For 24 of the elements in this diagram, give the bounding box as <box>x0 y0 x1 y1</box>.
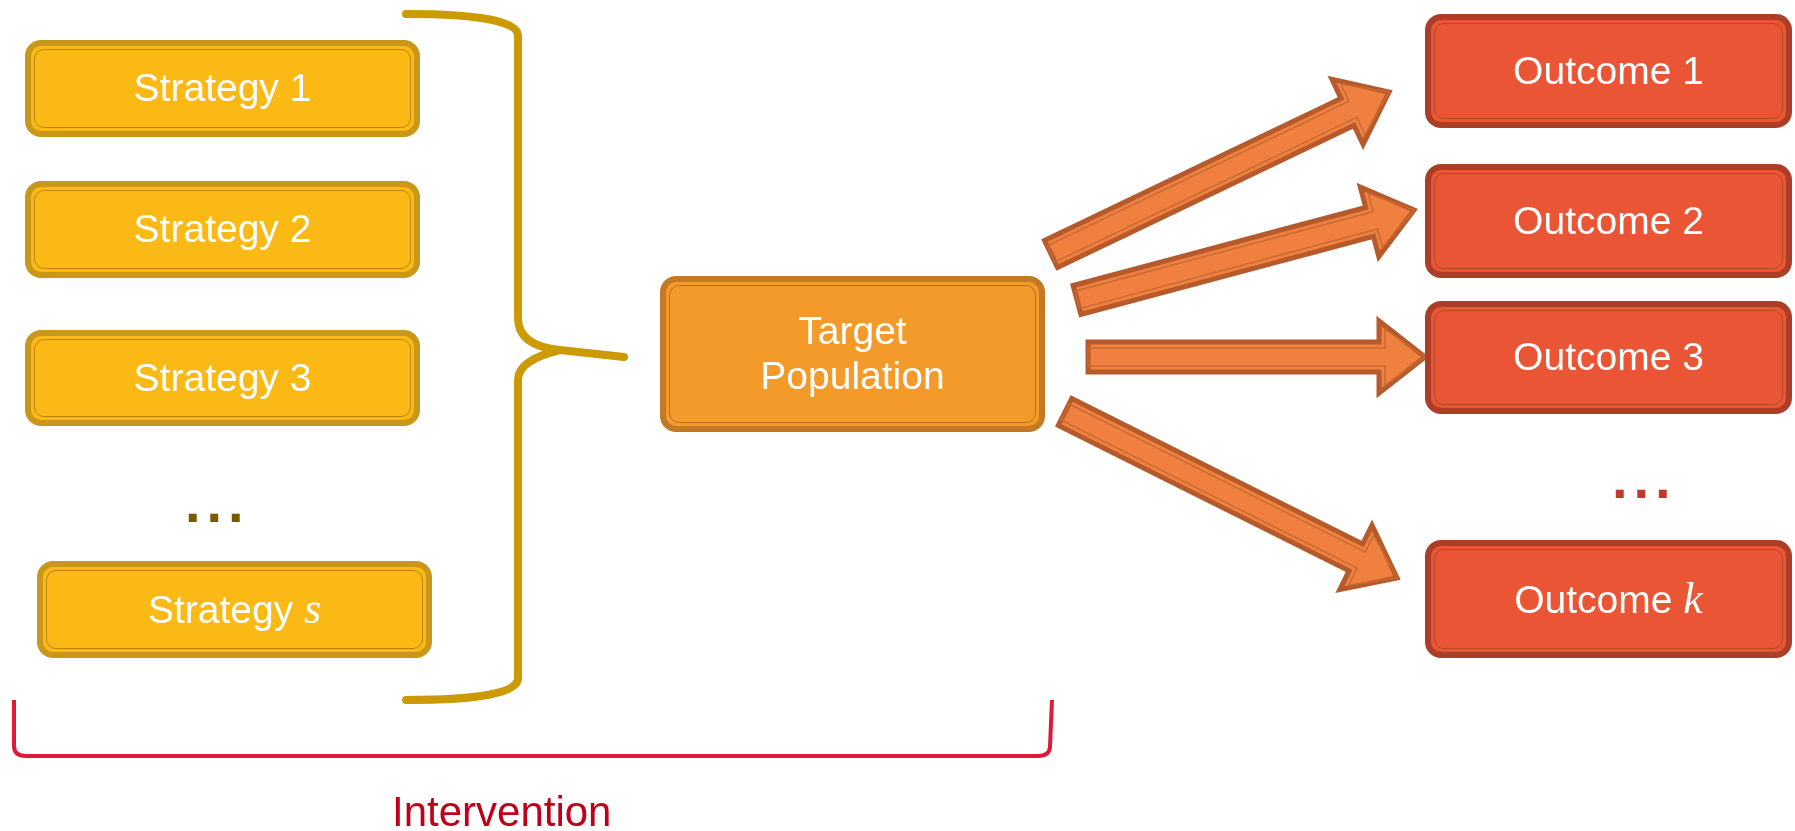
node-label: Strategy 1 <box>133 66 312 111</box>
ellipsis: ... <box>185 470 250 535</box>
bracket-label: Intervention <box>392 788 612 831</box>
node-label: Outcome 2 <box>1513 198 1704 244</box>
node-label: Target Population <box>759 309 946 399</box>
population-box <box>660 276 1045 432</box>
block-arrow <box>1054 395 1401 594</box>
block-arrow <box>1070 182 1418 318</box>
outcome-box <box>1425 540 1792 658</box>
node-label: Outcome 1 <box>1513 48 1704 94</box>
node-label: Strategy 3 <box>133 355 312 401</box>
outcome-box <box>1425 164 1792 278</box>
node-label: Strategy 2 <box>133 207 312 252</box>
ellipsis: ... <box>1612 446 1677 511</box>
outcome-box <box>1425 14 1792 128</box>
strategy-box <box>25 181 420 278</box>
block-arrow <box>1041 75 1393 271</box>
strategy-box <box>25 330 420 426</box>
node-label: Strategy s <box>147 584 322 635</box>
strategy-box <box>25 40 420 137</box>
node-label: Outcome k <box>1514 573 1703 625</box>
outcome-box <box>1425 301 1792 414</box>
node-label: Outcome 3 <box>1513 335 1704 380</box>
strategy-box <box>37 561 432 658</box>
